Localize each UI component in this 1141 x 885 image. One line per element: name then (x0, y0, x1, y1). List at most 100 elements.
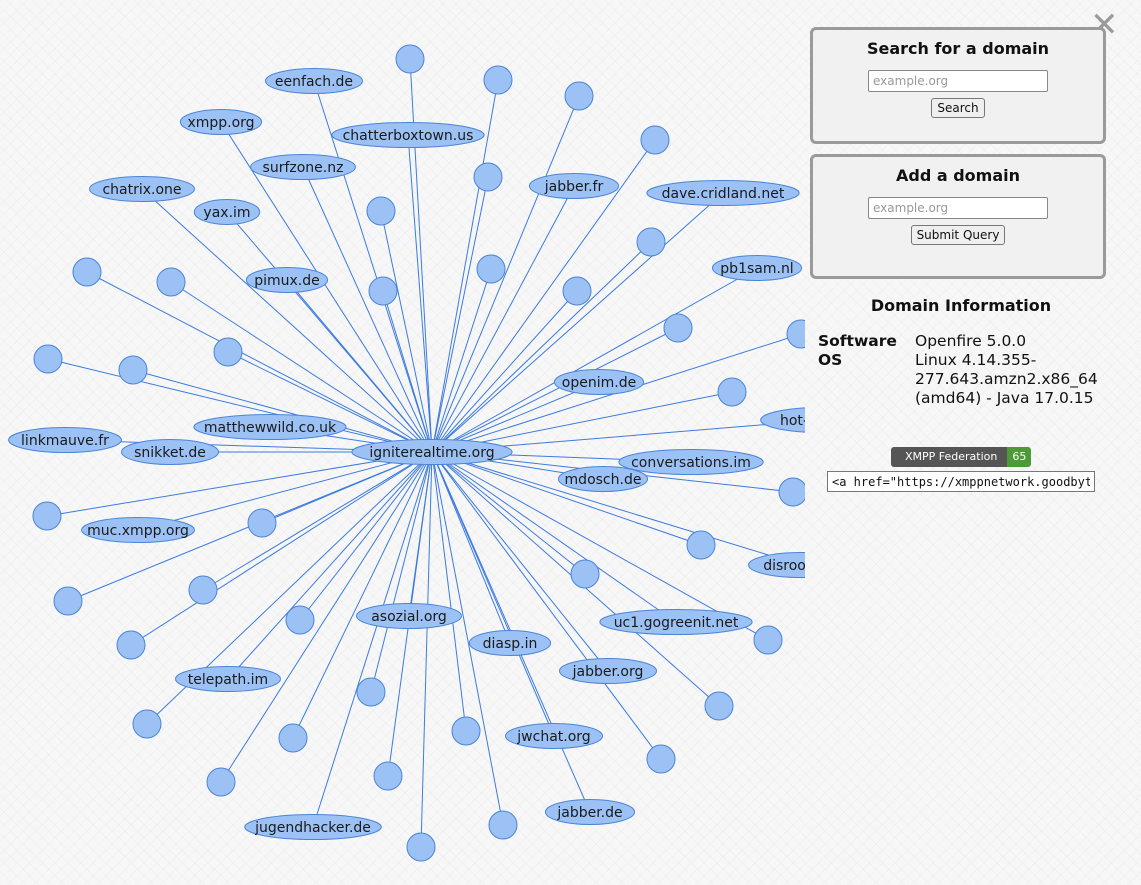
graph-edge (286, 279, 433, 453)
graph-node-anonymous[interactable] (476, 254, 506, 284)
submit-query-button[interactable]: Submit Query (910, 225, 1006, 245)
graph-node-anonymous[interactable] (753, 625, 783, 655)
graph-node-anonymous[interactable] (686, 530, 716, 560)
graph-node[interactable]: mdosch.de (557, 466, 649, 492)
graph-node-shape (553, 369, 645, 395)
graph-node-anonymous[interactable] (564, 81, 594, 111)
graph-node-anonymous[interactable] (646, 744, 676, 774)
graph-node[interactable]: eenfach.de (265, 68, 363, 94)
graph-node-anonymous[interactable] (188, 575, 218, 605)
graph-edge (431, 79, 499, 453)
graph-edge (47, 358, 433, 453)
graph-node-anonymous[interactable] (285, 605, 315, 635)
graph-node-anonymous[interactable] (636, 227, 666, 257)
graph-node-shape (193, 199, 261, 225)
graph-node-anonymous[interactable] (488, 810, 518, 840)
graph-edge (431, 451, 586, 575)
graph-node-label: mdosch.de (565, 472, 642, 488)
graph-node-anonymous[interactable] (206, 767, 236, 797)
graph-node-anonymous[interactable] (483, 65, 513, 95)
graph-node[interactable]: yax.im (193, 199, 261, 225)
graph-node-label: disroot.org (763, 558, 805, 574)
graph-node[interactable]: muc.xmpp.org (81, 517, 195, 543)
graph-node[interactable]: jwchat.org (505, 723, 603, 749)
graph-node-anonymous[interactable] (33, 344, 63, 374)
graph-node[interactable]: disroot.org (748, 552, 805, 578)
graph-node[interactable]: conversations.im (618, 449, 764, 475)
graph-node[interactable]: openim.de (553, 369, 645, 395)
graph-node[interactable]: telepath.im (175, 666, 281, 692)
search-panel: Search for a domain Search (810, 27, 1106, 144)
graph-node-anonymous[interactable] (53, 586, 83, 616)
graph-edge (302, 166, 433, 453)
graph-edge (202, 451, 433, 591)
graph-node-anonymous[interactable] (562, 276, 592, 306)
graph-node[interactable]: surfzone.nz (250, 154, 356, 180)
graph-node-anonymous[interactable] (32, 501, 62, 531)
graph-node[interactable]: chatrix.one (89, 176, 195, 202)
graph-edge (299, 451, 433, 621)
embed-code-field[interactable] (827, 471, 1095, 492)
graph-node-anonymous[interactable] (366, 196, 396, 226)
graph-node-anonymous[interactable] (640, 125, 670, 155)
graph-center-node[interactable]: igniterealtime.org (351, 439, 513, 465)
graph-node[interactable]: linkmauve.fr (8, 427, 122, 453)
graph-node-anonymous[interactable] (116, 630, 146, 660)
graph-node[interactable]: dave.cridland.net (646, 180, 800, 206)
graph-node-anonymous[interactable] (132, 709, 162, 739)
graph-node-anonymous[interactable] (213, 337, 243, 367)
graph-node-label: pimux.de (254, 273, 320, 289)
graph-node-anonymous[interactable] (72, 257, 102, 287)
graph-node[interactable]: chatterboxtown.us (331, 122, 485, 148)
graph-node-anonymous[interactable] (247, 508, 277, 538)
graph-edge (431, 451, 677, 623)
graph-edge (431, 451, 662, 760)
graph-node-anonymous[interactable] (778, 477, 805, 507)
graph-node[interactable]: asozial.org (356, 603, 462, 629)
graph-edge (130, 451, 433, 646)
graph-node-anonymous[interactable] (373, 761, 403, 791)
graph-edge (46, 451, 433, 517)
graph-node-label: jwchat.org (516, 729, 590, 745)
add-domain-input[interactable] (868, 197, 1048, 219)
graph-node-anonymous[interactable] (406, 832, 436, 862)
graph-node[interactable]: diasp.in (468, 630, 552, 656)
graph-node-anonymous[interactable] (368, 276, 398, 306)
graph-node-anonymous[interactable] (717, 377, 747, 407)
graph-node-shape (599, 609, 753, 635)
graph-node-anonymous[interactable] (451, 716, 481, 746)
search-button[interactable]: Search (931, 98, 985, 118)
graph-node-anonymous[interactable] (395, 44, 425, 74)
graph-node[interactable]: jugendhacker.de (244, 814, 382, 840)
graph-node[interactable]: snikket.de (121, 439, 219, 465)
graph-node-label: snikket.de (134, 445, 206, 461)
graph-node-anonymous[interactable] (156, 267, 186, 297)
graph-node[interactable]: hot-chilli.im (760, 407, 805, 433)
graph-node[interactable]: jabber.org (559, 658, 657, 684)
graph-node-label: linkmauve.fr (21, 433, 109, 449)
graph-node[interactable]: uc1.gogreenit.net (599, 609, 753, 635)
graph-node[interactable]: matthewwild.co.uk (193, 414, 347, 440)
graph-edge (431, 192, 724, 453)
graph-node-anonymous[interactable] (278, 723, 308, 753)
graph-node[interactable]: jabber.de (544, 799, 636, 825)
graph-node-anonymous[interactable] (118, 355, 148, 385)
graph-edge (431, 176, 489, 453)
graph-node-anonymous[interactable] (356, 677, 386, 707)
graph-node-anonymous[interactable] (704, 691, 734, 721)
graph-node-anonymous[interactable] (786, 319, 805, 349)
search-input[interactable] (868, 70, 1048, 92)
graph-node-anonymous[interactable] (473, 162, 503, 192)
graph-node[interactable]: pimux.de (245, 267, 329, 293)
graph-node-anonymous[interactable] (663, 313, 693, 343)
os-label: OS (818, 351, 843, 369)
graph-node[interactable]: pb1sam.nl (711, 255, 803, 281)
graph-node[interactable]: xmpp.org (179, 109, 263, 135)
graph-node-shape (265, 68, 363, 94)
graph-node[interactable]: jabber.fr (528, 173, 620, 199)
graph-node-label: jugendhacker.de (254, 820, 371, 836)
graph-edge (86, 271, 433, 453)
graph-node-label: igniterealtime.org (369, 445, 494, 461)
graph-node-anonymous[interactable] (570, 559, 600, 589)
